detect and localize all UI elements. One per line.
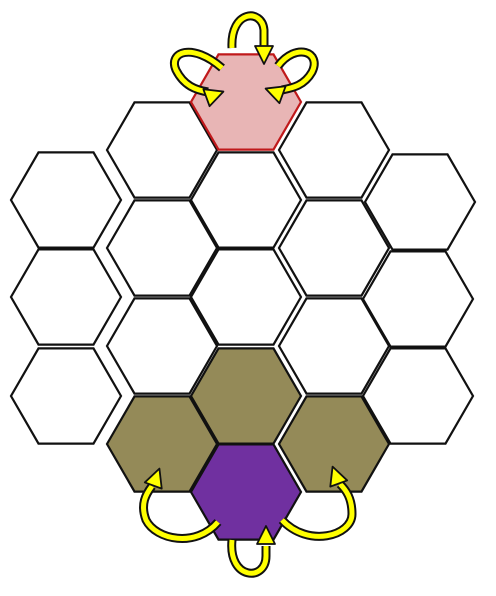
hex-cell-col4-row1 xyxy=(361,250,475,348)
transition-arrows xyxy=(139,11,357,578)
hex-cell-col0-row2 xyxy=(9,347,123,445)
hex-cell-col4-row2 xyxy=(361,347,475,445)
hex-cells xyxy=(9,53,477,541)
top-arrow-center-icon xyxy=(227,11,274,65)
hex-cell-col3-row0 xyxy=(277,101,391,199)
hex-cell-col3-row3 xyxy=(277,395,391,493)
hex-cell-col4-row0 xyxy=(363,153,477,251)
top-arrow-left-icon xyxy=(170,47,225,108)
hex-cell-col1-row1 xyxy=(105,199,219,297)
hex-cell-col0-row1 xyxy=(9,248,123,346)
hex-cell-col0-row0 xyxy=(9,151,123,249)
hex-cell-col1-row2 xyxy=(105,297,219,395)
hex-cell-col3-row1 xyxy=(277,199,391,297)
hex-cell-col3-row2 xyxy=(277,297,391,395)
top-arrow-right-icon xyxy=(264,47,319,105)
bottom-arrow-right-icon xyxy=(278,465,357,541)
bottom-arrow-center-icon xyxy=(227,525,276,578)
hex-cell-col1-row0 xyxy=(105,101,219,199)
hex-cell-col2-row0 xyxy=(189,151,303,249)
hex-cell-col1-row3 xyxy=(105,395,219,493)
hex-cell-col2-row1 xyxy=(189,248,303,346)
hex-cell-col2-top xyxy=(189,53,303,151)
bottom-arrow-left-icon xyxy=(139,467,222,543)
